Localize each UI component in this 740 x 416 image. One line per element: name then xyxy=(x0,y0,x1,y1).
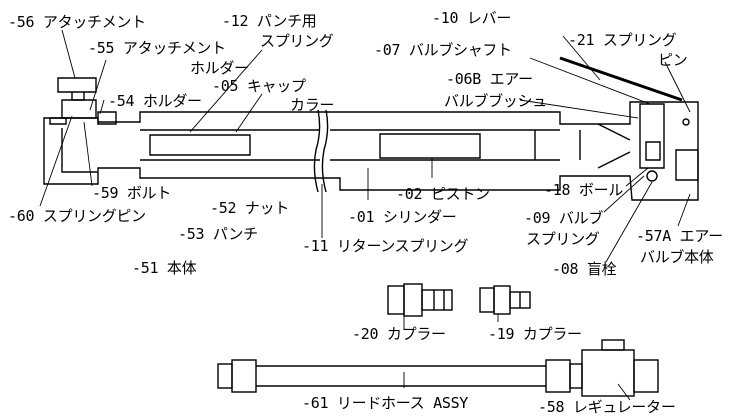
break-line-right xyxy=(321,109,329,193)
label-53: -53 パンチ xyxy=(178,225,258,243)
label-18: -18 ボール xyxy=(544,181,624,199)
label-01: -01 シリンダー xyxy=(348,208,457,226)
label-19: -19 カプラー xyxy=(488,325,582,343)
label-10: -10 レバー xyxy=(432,9,512,27)
label-20: -20 カプラー xyxy=(352,325,446,343)
label-52: -52 ナット xyxy=(210,199,290,217)
label-06b-sub: バルブブッシュ xyxy=(444,92,547,110)
label-08: -08 盲栓 xyxy=(552,260,617,278)
coupler-20-drawing xyxy=(387,283,453,317)
label-58: -58 レギュレーター xyxy=(538,398,676,416)
valve-housing xyxy=(639,103,690,182)
label-60: -60 スプリングピン xyxy=(8,207,146,225)
label-09-sub: スプリング xyxy=(526,230,600,248)
label-06b: -06B エアー xyxy=(446,70,533,88)
break-line-left xyxy=(313,109,321,193)
label-57a: -57A エアー xyxy=(636,227,723,245)
label-12-sub: スプリング xyxy=(260,32,334,50)
lever xyxy=(559,56,683,102)
tool-body xyxy=(43,101,699,201)
label-21-sub: ピン xyxy=(658,51,688,69)
label-54: -54 ホルダー xyxy=(108,92,202,110)
attachment-knob xyxy=(49,77,117,125)
hose-drawing xyxy=(217,339,659,397)
label-05: -05 キャップ xyxy=(212,77,306,95)
leader-lines xyxy=(39,29,691,401)
label-56: -56 アタッチメント xyxy=(8,13,146,31)
label-59: -59 ボルト xyxy=(92,184,172,202)
label-61: -61 リードホース ASSY xyxy=(302,394,469,412)
label-21: -21 スプリング xyxy=(568,31,677,49)
coupler-19-drawing xyxy=(479,285,531,315)
label-57a-sub: バルブ本体 xyxy=(640,248,714,266)
label-55-sub: ホルダー xyxy=(190,59,249,77)
label-09: -09 バルブ xyxy=(524,209,604,227)
label-05-sub: カラー xyxy=(290,96,335,114)
label-07: -07 バルブシャフト xyxy=(374,41,512,59)
label-55: -55 アタッチメント xyxy=(88,39,226,57)
label-02: -02 ピストン xyxy=(396,185,490,203)
label-11: -11 リターンスプリング xyxy=(302,237,469,255)
label-51: -51 本体 xyxy=(132,259,197,277)
label-12: -12 パンチ用 xyxy=(222,12,317,30)
